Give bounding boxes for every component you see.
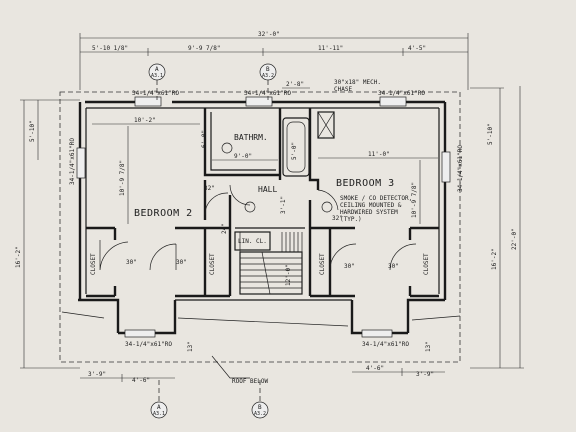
dim-bottom-left1: 3'-9" <box>88 371 106 378</box>
smoke-detector-icon <box>321 201 333 213</box>
section-markers: A A3.1 B A3.2 A A3.1 B A3.2 <box>148 63 277 419</box>
stairs <box>239 232 303 295</box>
svg-text:A: A <box>157 404 161 411</box>
section-cut-line <box>61 311 461 327</box>
left-dimensions: 5'-10" 16'-2" <box>15 99 80 369</box>
dim-door-30-b: 30" <box>176 259 187 266</box>
dim-top-seg1: 5'-10 1/8" <box>92 45 128 52</box>
dim-bath-tub: 2'-8" <box>286 81 304 88</box>
roof-outline <box>59 91 461 363</box>
room-linen-closet: LIN. CL. <box>238 238 267 245</box>
room-closet-mid-right: CLOSET <box>319 253 326 275</box>
dim-stairs: 12'-0" <box>285 264 292 286</box>
note-mech-chase-line2: CHASE <box>334 86 352 93</box>
dim-bath-width: 9'-0" <box>234 153 252 160</box>
window-bottom-left: 34-1/4"x61"RO <box>125 341 172 348</box>
note-smoke-line3: HARDWIRED SYSTEM <box>340 209 398 216</box>
bottom-dimensions: 3'-9" 4'-6" 4'-6" 3'-9" <box>80 365 445 384</box>
svg-text:A3.1: A3.1 <box>153 411 165 417</box>
svg-text:A3.2: A3.2 <box>254 411 266 417</box>
dim-door-30-d: 30" <box>388 263 399 270</box>
dim-tub-depth: 5'-0" <box>291 142 298 160</box>
room-hall: HALL <box>258 185 277 194</box>
svg-text:A: A <box>155 66 159 73</box>
windows: 34-1/4"x61"RO 34-1/4"x61"RO 34-1/4"x61"R… <box>69 90 464 348</box>
svg-text:A3.1: A3.1 <box>151 73 163 79</box>
note-smoke-line2: CEILING MOUNTED & <box>340 202 402 209</box>
dim-overall-width: 32'-0" <box>258 31 280 38</box>
window-left-side: 34-1/4"x61"RO <box>69 138 76 185</box>
dim-right-top: 5'-10" <box>487 123 494 145</box>
dim-bath-depth: 6'-0" <box>201 130 208 148</box>
dim-bed3-door: 32" <box>332 215 343 222</box>
right-dimensions: 5'-10" 16'-2" 22'-0" <box>470 86 524 369</box>
dim-door-30-a: 30" <box>126 259 137 266</box>
section-tag-bottom-left: A A3.1 <box>150 401 168 419</box>
dim-hall: 3'-1" <box>280 196 287 214</box>
window-right-side: 34-1/4"x61"RO <box>457 145 464 192</box>
dim-bed2-width: 10'-2" <box>134 117 156 124</box>
dim-left-top: 5'-10" <box>29 120 36 142</box>
dim-top-seg4: 4'-5" <box>408 45 426 52</box>
window-bottom-right: 34-1/4"x61"RO <box>362 341 409 348</box>
note-roof-below: ROOF BELOW <box>232 378 269 385</box>
section-tag-top-left: A A3.1 <box>148 63 166 81</box>
dim-bed3-width: 11'-0" <box>368 151 390 158</box>
room-bedroom-2: BEDROOM 2 <box>134 208 193 219</box>
room-closet-mid-left: CLOSET <box>209 253 216 275</box>
mech-chase <box>317 111 335 139</box>
section-tag-bottom-mid: B A3.2 <box>251 401 269 419</box>
room-bathroom: BATHRM. <box>234 133 268 142</box>
dim-closet-depth-left: 24" <box>221 223 228 234</box>
dim-left-overall: 16'-2" <box>15 246 22 268</box>
room-closet-left: CLOSET <box>90 253 97 275</box>
dim-bottom-right2: 3'-9" <box>416 371 434 378</box>
dim-side-13-right: 13" <box>425 341 432 352</box>
dim-top-seg2: 9'-9 7/8" <box>188 45 221 52</box>
linen-closet <box>234 231 271 251</box>
dim-top-seg3: 11'-11" <box>318 45 343 52</box>
dim-hall-door: 32" <box>204 185 215 192</box>
window-top-mid: 34-1/4"x61"RO <box>244 90 291 97</box>
note-smoke-line4: (TYP.) <box>340 216 362 223</box>
dim-bottom-right1: 4'-6" <box>366 365 384 372</box>
dim-bed3-depth: 10'-9 7/8" <box>411 182 418 218</box>
svg-text:B: B <box>258 404 262 411</box>
dim-side-13-left: 13" <box>187 341 194 352</box>
notes: 30"x18" MECH. CHASE SMOKE / CO DETECTOR,… <box>211 79 412 385</box>
dim-right-total: 22'-0" <box>511 228 518 250</box>
top-dimensions: 32'-0" 5'-10 1/8" 9'-9 7/8" 11'-11" 4'-5… <box>79 31 469 90</box>
room-closet-right: CLOSET <box>423 253 430 275</box>
dim-bottom-left2: 4'-6" <box>132 377 150 384</box>
window-top-right: 34-1/4"x61"RO <box>378 90 425 97</box>
interior-dimensions: 10'-2" 10'-9 7/8" 9'-0" 6'-0" 2'-8" 5'-0… <box>92 81 438 352</box>
svg-text:B: B <box>266 66 270 73</box>
window-top-left: 34-1/4"x61"RO <box>132 90 179 97</box>
room-bedroom-3: BEDROOM 3 <box>336 178 395 189</box>
svg-text:A3.2: A3.2 <box>262 73 274 79</box>
section-tag-top-mid: B A3.2 <box>259 63 277 81</box>
dim-door-30-c: 30" <box>344 263 355 270</box>
note-mech-chase-line1: 30"x18" MECH. <box>334 79 381 86</box>
note-smoke-line1: SMOKE / CO DETECTOR, <box>340 195 412 202</box>
dim-right-overall: 16'-2" <box>491 248 498 270</box>
dim-bed2-depth: 10'-9 7/8" <box>119 160 126 196</box>
doors <box>99 184 417 271</box>
